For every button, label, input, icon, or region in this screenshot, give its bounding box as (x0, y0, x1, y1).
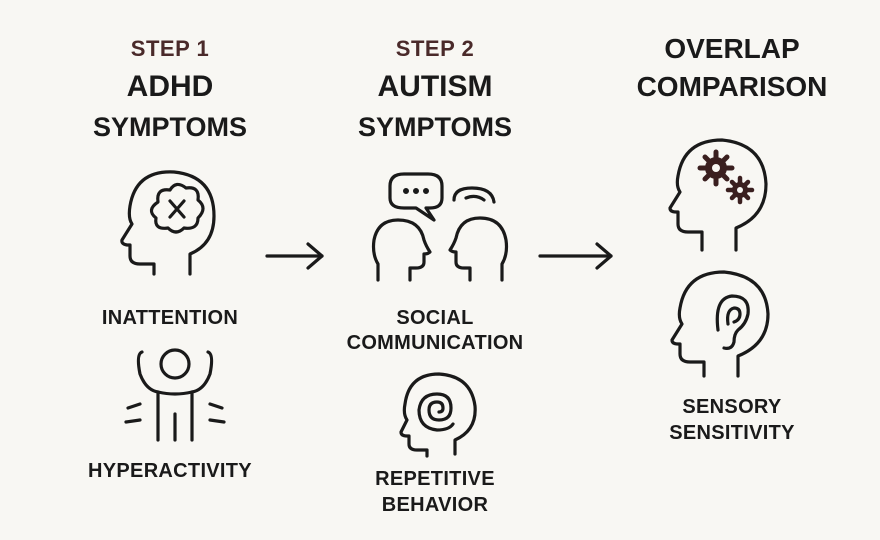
right-arrow-icon (265, 242, 324, 270)
overlap-title-line-1: OVERLAP (664, 33, 800, 64)
social-label-line-1: SOCIAL (396, 307, 474, 329)
overlap-title-line-2: COMPARISON (636, 71, 828, 102)
social-label-line-2: COMMUNICATION (346, 332, 524, 354)
right-arrow-icon (538, 242, 613, 270)
two-heads-speech-bubbles-icon (371, 172, 509, 282)
head-with-ear-icon (670, 270, 770, 378)
sensory-label-line-2: SENSITIVITY (669, 422, 795, 444)
head-with-spiral-icon (399, 372, 477, 458)
adhd-subtitle: SYMPTOMS (92, 112, 248, 142)
repetitive-label-line-1: REPETITIVE (375, 468, 495, 490)
person-arms-raised-icon (124, 348, 226, 442)
adhd-title: ADHD (126, 70, 214, 103)
inattention-label: INATTENTION (101, 307, 239, 329)
hyperactivity-label: HYPERACTIVITY (88, 460, 252, 482)
step-1-label: STEP 1 (130, 36, 210, 61)
head-with-gears-icon (668, 138, 768, 252)
step-2-label: STEP 2 (395, 36, 475, 61)
autism-title: AUTISM (377, 70, 493, 103)
head-with-crossed-brain-icon (120, 170, 216, 276)
sensory-label-line-1: SENSORY (682, 396, 782, 418)
repetitive-label-line-2: BEHAVIOR (381, 494, 489, 516)
autism-subtitle: SYMPTOMS (357, 112, 513, 142)
